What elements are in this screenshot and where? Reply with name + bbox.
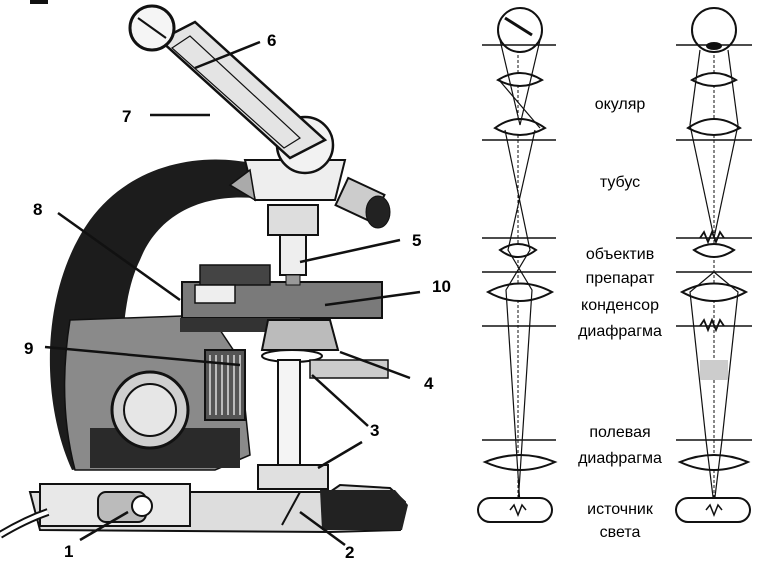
label-field-2: диафрагма bbox=[578, 450, 662, 467]
label-specimen: препарат bbox=[586, 270, 655, 287]
label-tube: тубус bbox=[600, 174, 640, 191]
label-source-2: света bbox=[600, 524, 641, 541]
ray-diagram-left bbox=[477, 7, 558, 523]
callout-3: 3 bbox=[370, 421, 379, 440]
callout-6: 6 bbox=[267, 31, 276, 50]
label-diaphragm: диафрагма bbox=[578, 323, 662, 340]
callout-2: 2 bbox=[345, 543, 354, 562]
label-field-1: полевая bbox=[589, 424, 650, 441]
label-eyepiece: окуляр bbox=[595, 96, 646, 113]
label-objective: объектив bbox=[586, 246, 654, 263]
callout-numbers: 6 7 8 9 5 10 4 3 1 2 bbox=[24, 31, 451, 562]
callout-lines bbox=[44, 40, 421, 547]
optics-labels: окуляр тубус объектив препарат конденсор… bbox=[578, 96, 662, 541]
callout-4: 4 bbox=[424, 374, 434, 393]
callout-5: 5 bbox=[412, 231, 421, 250]
callout-10: 10 bbox=[432, 277, 451, 296]
callout-8: 8 bbox=[33, 200, 42, 219]
label-source-1: источник bbox=[587, 501, 654, 518]
callout-9: 9 bbox=[24, 339, 33, 358]
ray-diagram-right bbox=[675, 7, 752, 523]
label-condenser: конденсор bbox=[581, 297, 659, 314]
microscope-illustration bbox=[0, 0, 408, 539]
callout-1: 1 bbox=[64, 542, 73, 561]
callout-7: 7 bbox=[122, 107, 131, 126]
